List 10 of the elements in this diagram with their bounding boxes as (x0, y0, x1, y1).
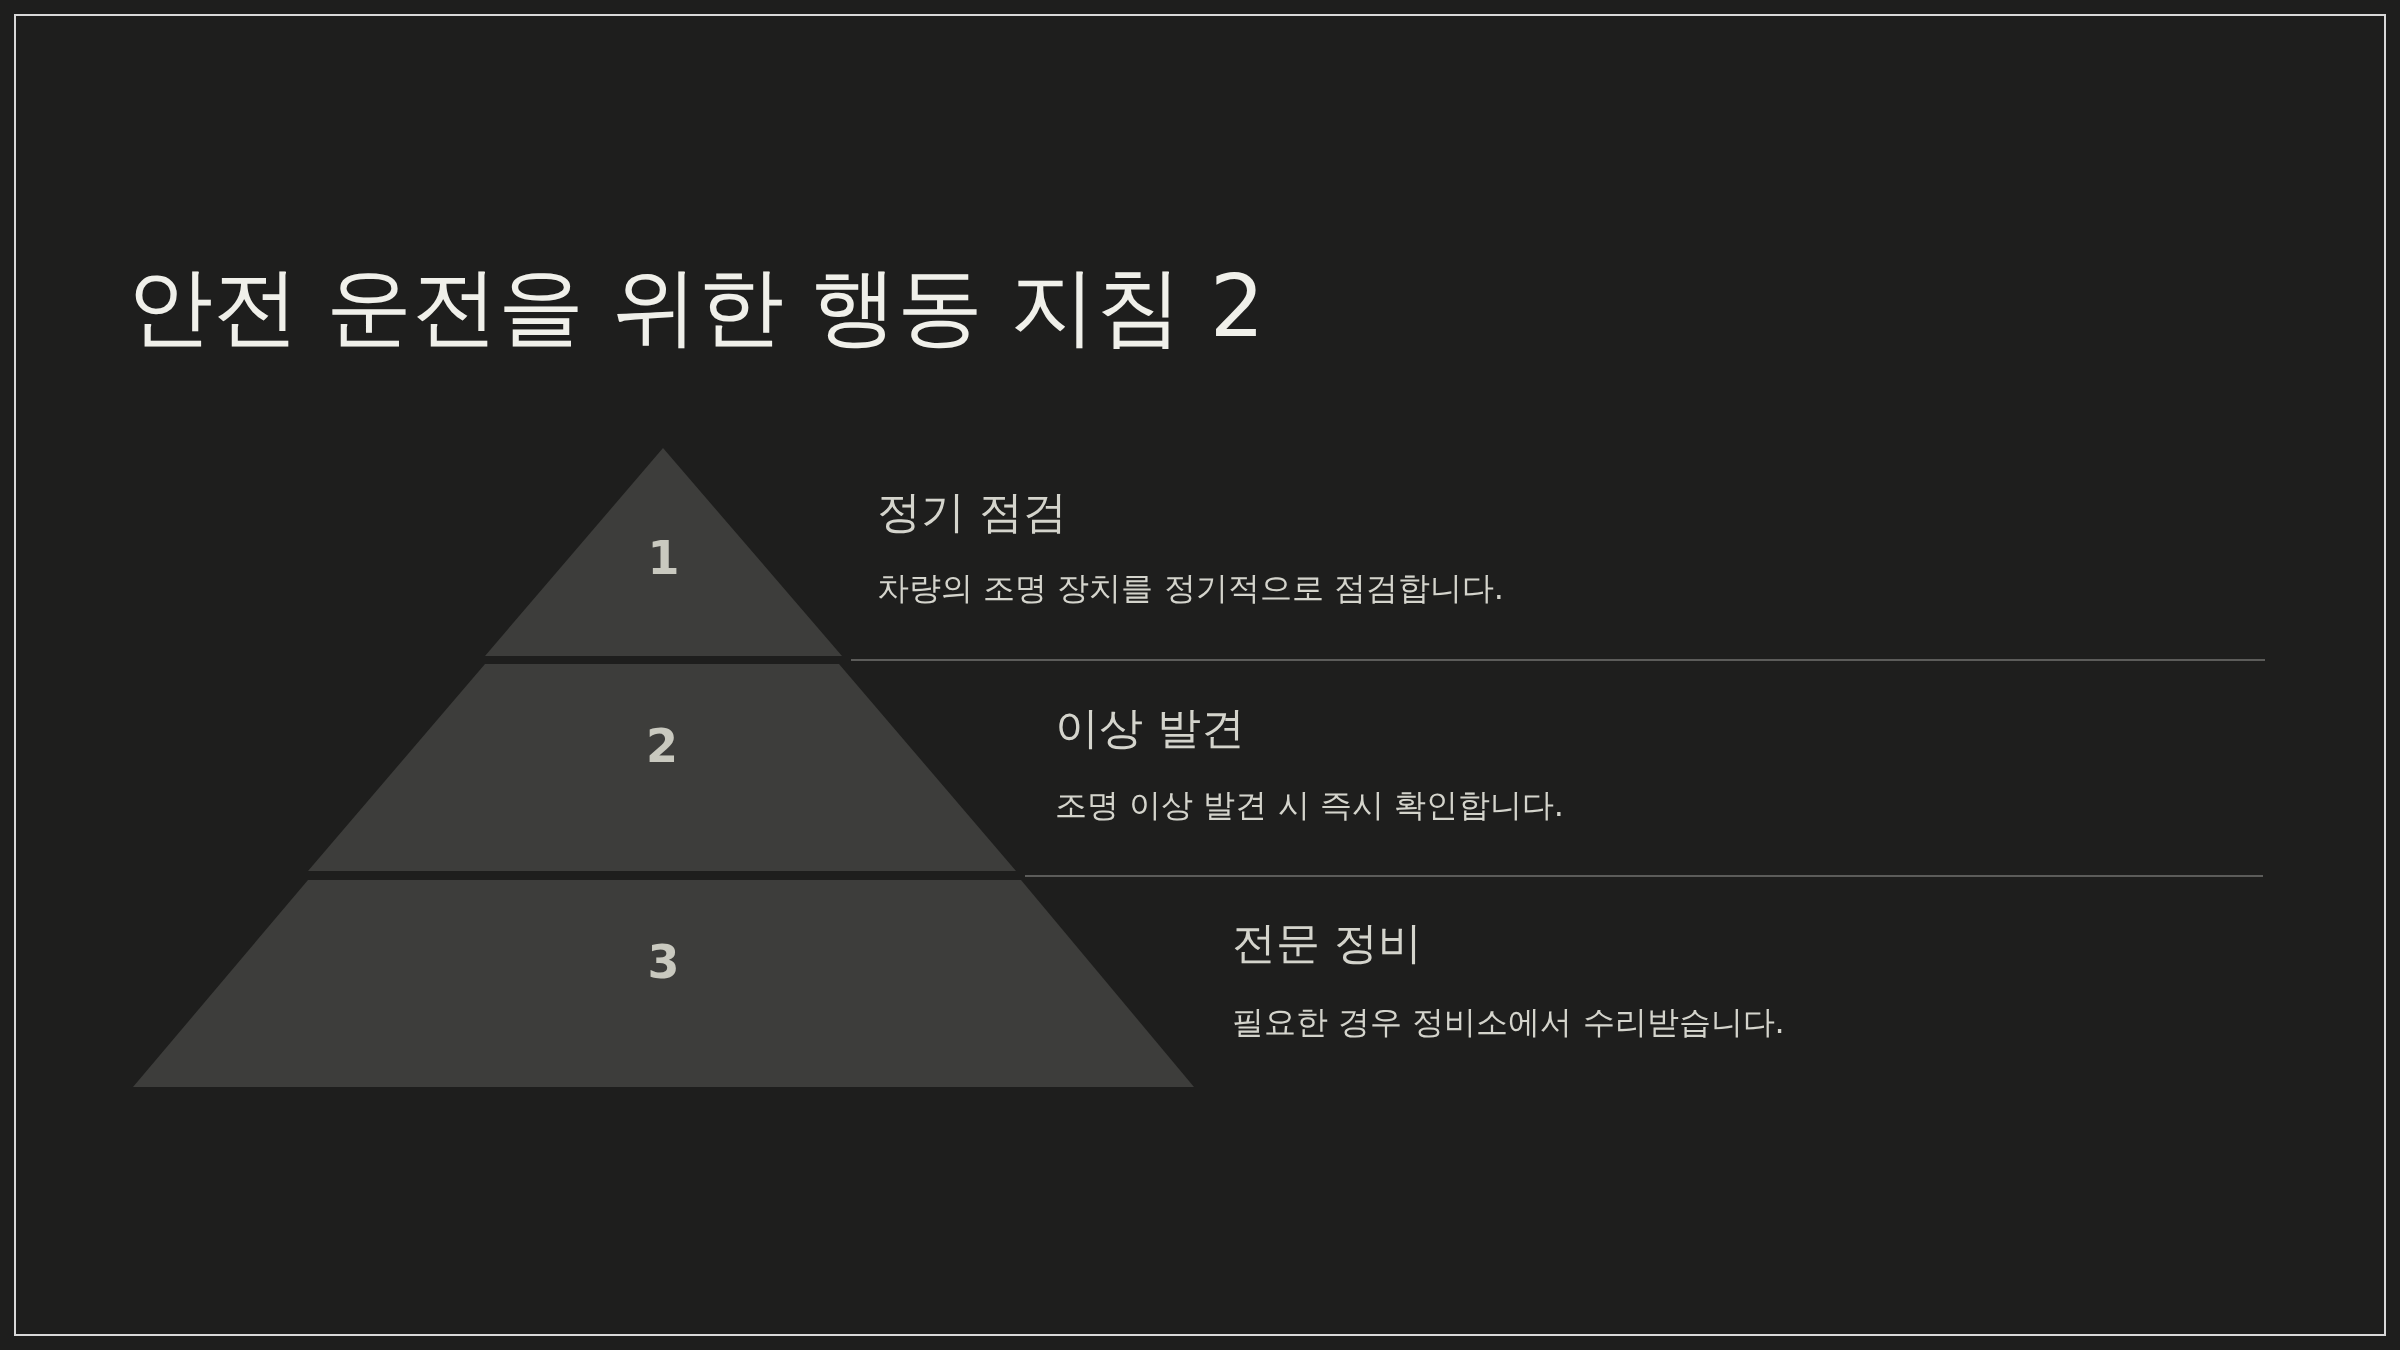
step-description: 필요한 경우 정비소에서 수리받습니다. (1232, 1006, 1785, 1038)
step-heading: 정기 점검 (877, 490, 1067, 534)
step-description: 조명 이상 발견 시 즉시 확인합니다. (1055, 789, 1565, 821)
step-heading: 이상 발견 (1055, 706, 1245, 750)
step-heading: 전문 정비 (1232, 921, 1422, 965)
tier-number: 1 (646, 535, 681, 581)
step-description: 차량의 조명 장치를 정기적으로 점검합니다. (877, 572, 1504, 604)
tier-number: 3 (646, 939, 681, 985)
slide-title: 안전 운전을 위한 행동 지침 2 (127, 255, 1265, 358)
tier-number: 2 (645, 723, 679, 769)
